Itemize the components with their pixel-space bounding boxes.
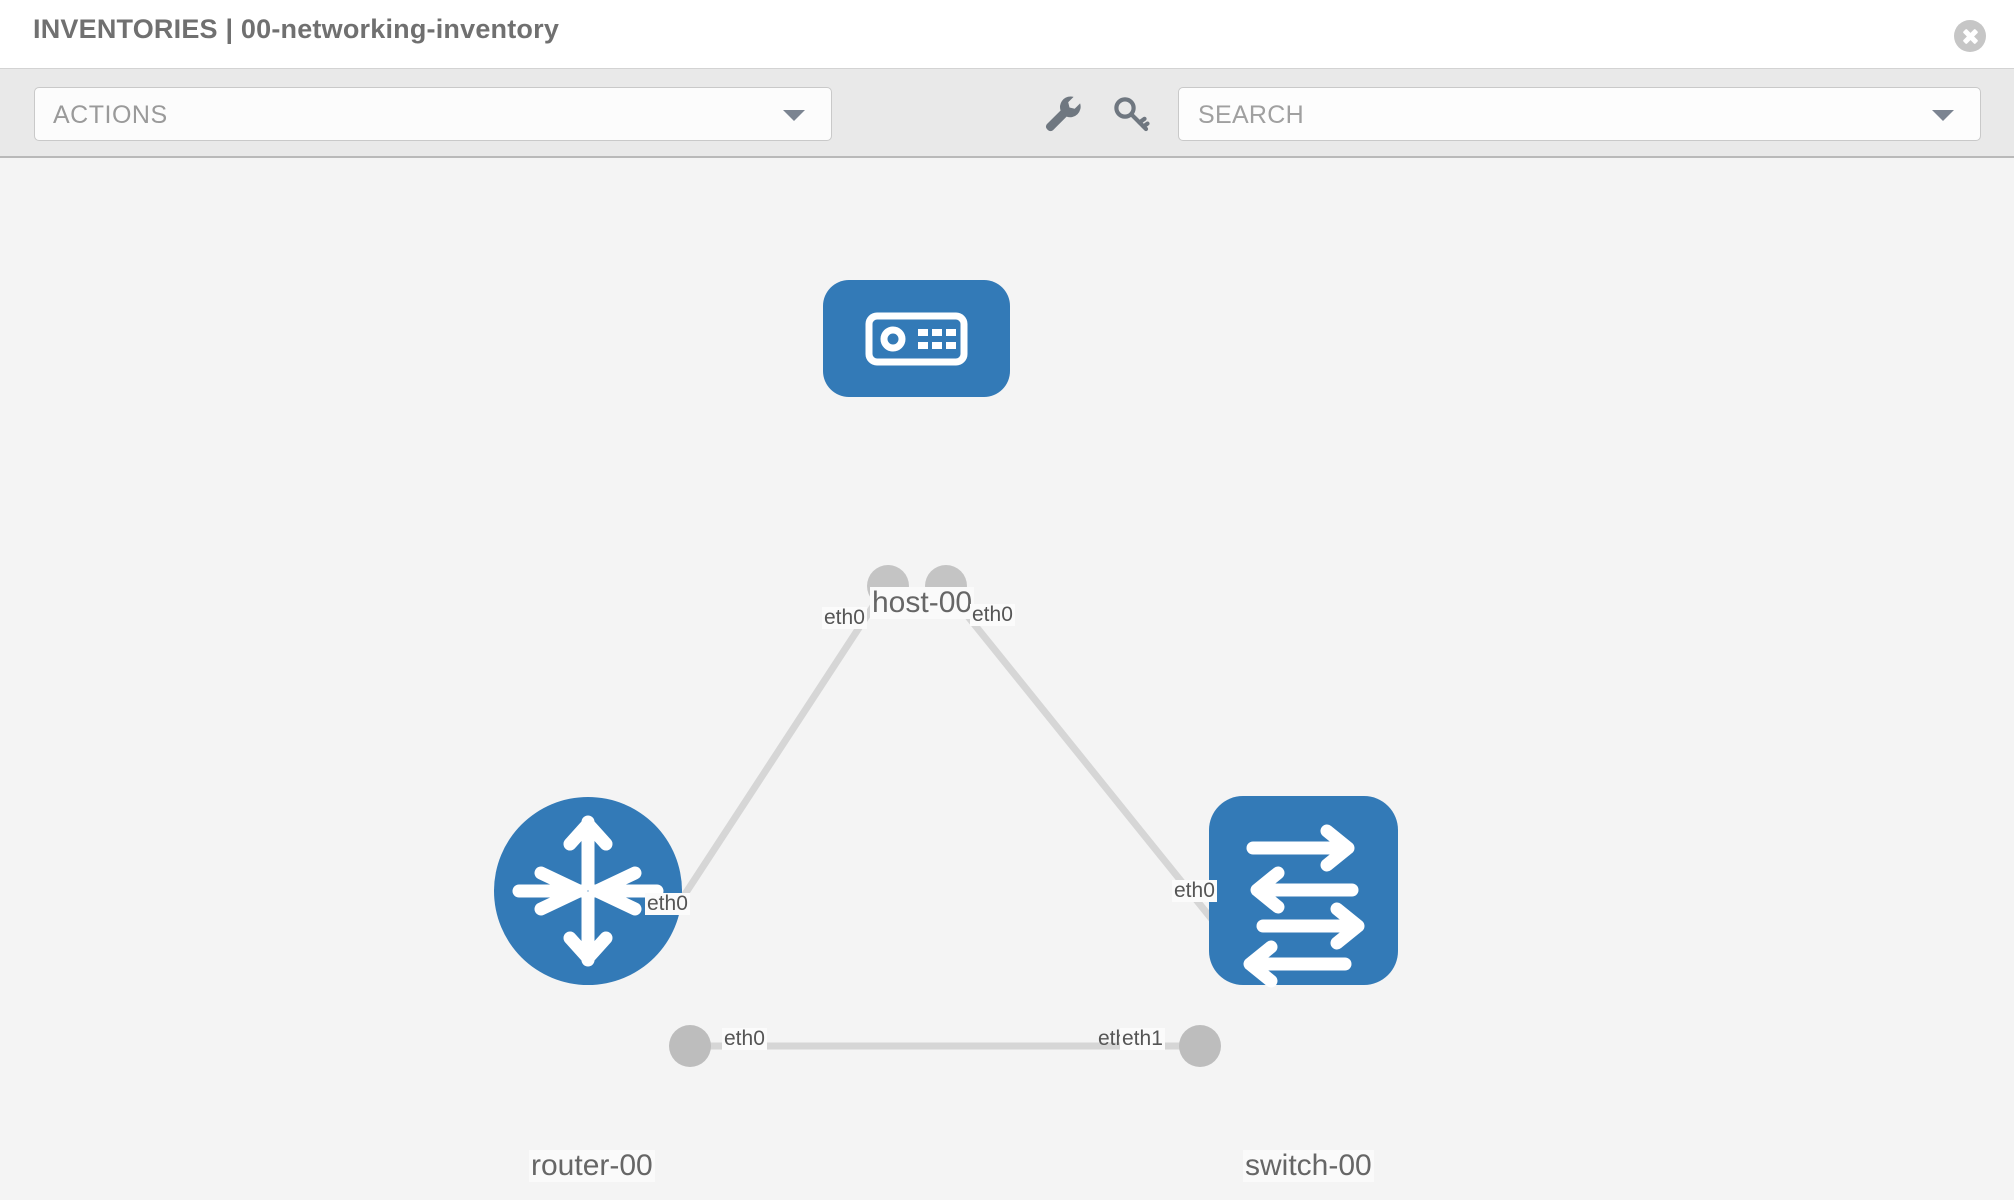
node-label-router-00: router-00 [529, 1149, 655, 1182]
key-icon[interactable] [1108, 91, 1154, 137]
router-arrows-icon [512, 815, 664, 967]
nub-router-right [669, 1025, 711, 1067]
search-placeholder: SEARCH [1198, 101, 1304, 129]
node-switch-00[interactable] [1209, 796, 1398, 988]
chevron-down-icon[interactable] [1932, 110, 1954, 121]
wrench-icon[interactable] [1040, 91, 1086, 137]
page-title: INVENTORIES | 00-networking-inventory [33, 14, 560, 44]
iface-label-router-upper: eth0 [645, 892, 690, 916]
actions-dropdown-label: ACTIONS [53, 101, 168, 129]
topology-links [637, 585, 1238, 1050]
iface-label-switch-left-eth1: eth1 [1120, 1027, 1165, 1051]
iface-label-host-right: eth0 [970, 603, 1015, 627]
topology-canvas[interactable]: host-00 router-00 switch-00 eth0 eth0 et… [0, 158, 2014, 1200]
topology-graph [494, 280, 1398, 1067]
node-host-00[interactable] [823, 280, 1010, 397]
iface-label-router-right: eth0 [722, 1027, 767, 1051]
link-anchor-nubs [669, 565, 1253, 1067]
toolbar: ACTIONS SEARCH [0, 68, 2014, 158]
node-label-switch-00: switch-00 [1243, 1149, 1374, 1182]
nub-switch-left [1179, 1025, 1221, 1067]
chevron-down-icon [783, 110, 805, 121]
iface-label-switch-upper: eth0 [1172, 879, 1217, 903]
search-input[interactable]: SEARCH [1178, 87, 1981, 141]
node-label-host-00: host-00 [870, 586, 975, 619]
switch-arrows-icon [1243, 824, 1365, 988]
server-icon [865, 312, 968, 366]
page-header: INVENTORIES | 00-networking-inventory [0, 0, 2014, 68]
iface-label-host-left: eth0 [822, 606, 867, 630]
actions-dropdown[interactable]: ACTIONS [34, 87, 832, 141]
close-icon[interactable] [1954, 20, 1986, 52]
node-router-00[interactable] [494, 797, 682, 985]
